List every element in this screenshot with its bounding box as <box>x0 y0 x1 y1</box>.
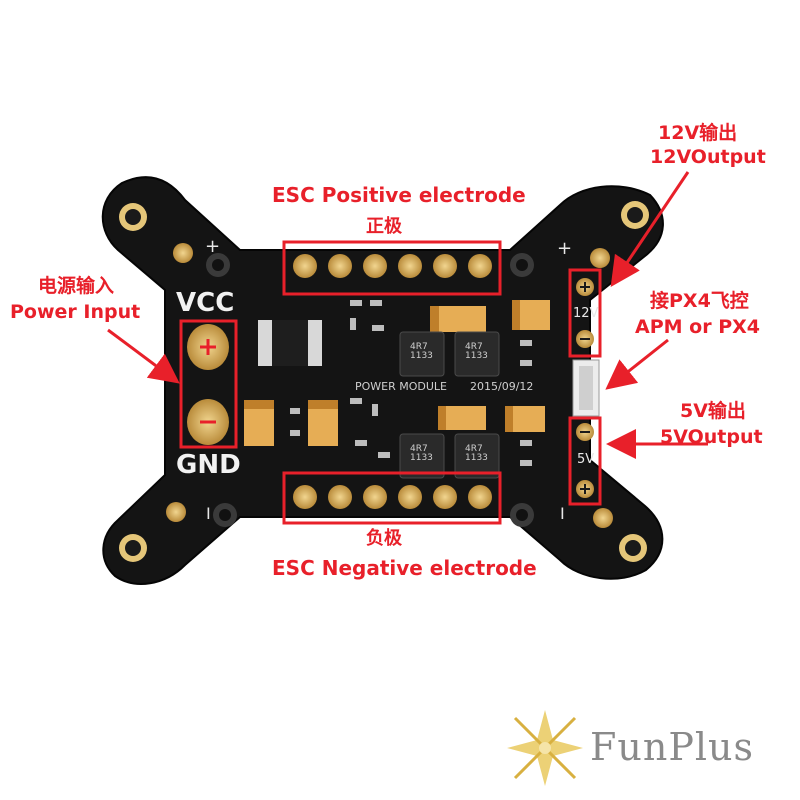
out5-label-en: 5VOutput <box>660 426 763 448</box>
esc-neg-pad-3 <box>363 485 387 509</box>
capacitor-top-2 <box>512 300 550 330</box>
esc-pos-pad-6 <box>468 254 492 278</box>
capacitor-left-2 <box>308 400 338 446</box>
minus-silk-right: I <box>560 504 565 523</box>
mount-hole-inner-bl <box>213 503 237 527</box>
px4-connector <box>572 359 600 417</box>
out12-label-en: 12VOutput <box>650 146 766 168</box>
box-esc-positive <box>282 240 502 296</box>
out12-label-cn: 12V输出 <box>658 122 738 144</box>
esc-neg-pad-6 <box>468 485 492 509</box>
px4-label-en: APM or PX4 <box>635 316 760 338</box>
gnd-silk: GND <box>176 450 241 480</box>
pad-symbols <box>580 282 590 494</box>
inductor-3-body <box>399 433 445 479</box>
smd-components <box>290 300 532 466</box>
inductor-1-body <box>399 331 445 377</box>
esc-pos-pad-2 <box>328 254 352 278</box>
esc-neg-pad-2 <box>328 485 352 509</box>
arrow-power-input <box>107 328 180 384</box>
esc-negative-label-cn: 负极 <box>366 528 402 549</box>
arrow-px4 <box>605 338 669 390</box>
aux-pad-tr <box>590 248 610 268</box>
capacitor-left-1 <box>244 400 274 446</box>
v5-silk: 5V <box>577 452 595 467</box>
mount-hole-bottom-left <box>119 534 147 562</box>
px4-label-cn: 接PX4飞控 <box>650 290 749 312</box>
esc-neg-pad-5 <box>433 485 457 509</box>
esc-negative-label-en: ESC Negative electrode <box>272 556 537 580</box>
funplus-logo-mark <box>507 710 583 786</box>
aux-pad-br <box>593 508 613 528</box>
aux-pad-tl <box>173 243 193 263</box>
shunt-resistor <box>258 320 322 366</box>
box-esc-negative <box>282 471 502 525</box>
esc-pos-pad-3 <box>363 254 387 278</box>
plus-silk-right: + <box>557 238 573 259</box>
esc-neg-pad-1 <box>293 485 317 509</box>
power-input-pads <box>187 324 229 445</box>
esc-positive-label-cn: 正极 <box>366 216 402 237</box>
inductor-3-label: 4R7 1133 <box>410 444 433 463</box>
arrow-12v <box>610 171 690 287</box>
inductor-1-label: 4R7 1133 <box>410 342 433 361</box>
capacitor-mid-1 <box>438 406 486 430</box>
v12-silk: 12V <box>573 306 599 321</box>
esc-pos-pad-5 <box>433 254 457 278</box>
esc-pos-pad-4 <box>398 254 422 278</box>
pcb-outline <box>101 176 664 585</box>
inductor-2-body <box>454 331 500 377</box>
power-input-label-en: Power Input <box>10 301 141 323</box>
plus-silk-left: + <box>205 236 221 257</box>
esc-negative-pads <box>293 485 492 509</box>
aux-pad-bl <box>166 502 186 522</box>
inductor-2-label: 4R7 1133 <box>465 342 488 361</box>
box-12v <box>568 268 602 358</box>
mount-hole-inner-tr <box>510 253 534 277</box>
esc-neg-pad-4 <box>398 485 422 509</box>
esc-positive-pads <box>293 254 492 278</box>
capacitor-top-1 <box>430 306 486 332</box>
minus-silk-left: I <box>206 504 211 523</box>
out5-label-cn: 5V输出 <box>680 400 746 422</box>
date-silk: 2015/09/12 <box>470 380 534 393</box>
mount-hole-top-right <box>621 201 649 229</box>
inductor-4-label: 4R7 1133 <box>465 444 488 463</box>
mount-hole-inner-br <box>510 503 534 527</box>
module-silk: POWER MODULE <box>355 380 448 393</box>
mount-hole-bottom-right <box>619 534 647 562</box>
esc-pos-pad-1 <box>293 254 317 278</box>
brand-name: FunPlus <box>590 725 755 769</box>
box-5v <box>568 416 602 506</box>
power-input-label-cn: 电源输入 <box>38 275 115 297</box>
mount-hole-inner-tl <box>206 253 230 277</box>
esc-positive-label-en: ESC Positive electrode <box>272 183 526 207</box>
box-power-input <box>179 319 238 449</box>
vcc-silk: VCC <box>176 288 235 318</box>
capacitor-mid-2 <box>505 406 545 432</box>
mount-hole-top-left <box>119 203 147 231</box>
inductor-4-body <box>454 433 500 479</box>
